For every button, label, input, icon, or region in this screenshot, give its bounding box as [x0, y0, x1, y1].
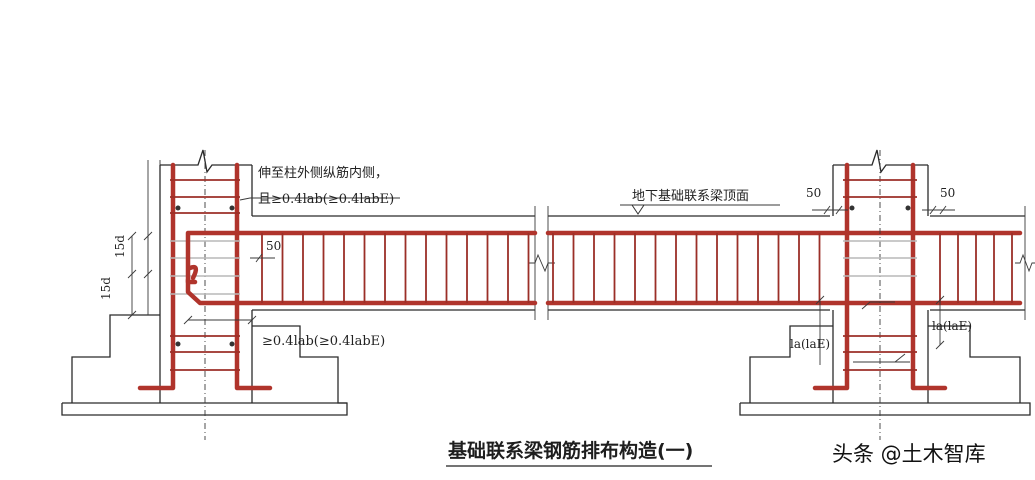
diagram-title: 基础联系梁钢筋排布构造(一) — [447, 439, 693, 462]
right-foundation — [739, 325, 1031, 416]
left-note-line1: 伸至柱外侧纵筋内侧， — [258, 165, 388, 181]
beam — [185, 206, 1035, 320]
dimension-lines — [127, 197, 955, 365]
dim-15d-a: 15d — [113, 235, 127, 258]
left-column — [137, 149, 273, 440]
dim-15d-b: 15d — [99, 277, 113, 300]
left-column-stirrups — [170, 179, 240, 371]
dim-50-top-mid: 50 — [806, 186, 821, 200]
top-surface-label: 地下基础联系梁顶面 — [632, 189, 749, 204]
dim-50-top-right: 50 — [940, 186, 955, 200]
watermark-text: 头条 @土木智库 — [832, 442, 986, 466]
beam-stirrups — [261, 233, 1013, 303]
left-note-line2: 且≥0.4lab(≥0.4labE) — [258, 192, 394, 207]
text-labels: 伸至柱外侧纵筋内侧， 且≥0.4lab(≥0.4labE) 地下基础联系梁顶面 … — [99, 165, 972, 351]
right-column-stirrups — [843, 179, 917, 371]
bottom-anchor-label: ≥0.4lab(≥0.4labE) — [262, 334, 385, 349]
dim-50-left: 50 — [266, 239, 281, 253]
la-right-label: la(laE) — [932, 319, 972, 333]
diagram-title-group: 基础联系梁钢筋排布构造(一) — [446, 439, 712, 467]
la-left-label: la(laE) — [790, 337, 830, 351]
right-column — [812, 149, 948, 440]
